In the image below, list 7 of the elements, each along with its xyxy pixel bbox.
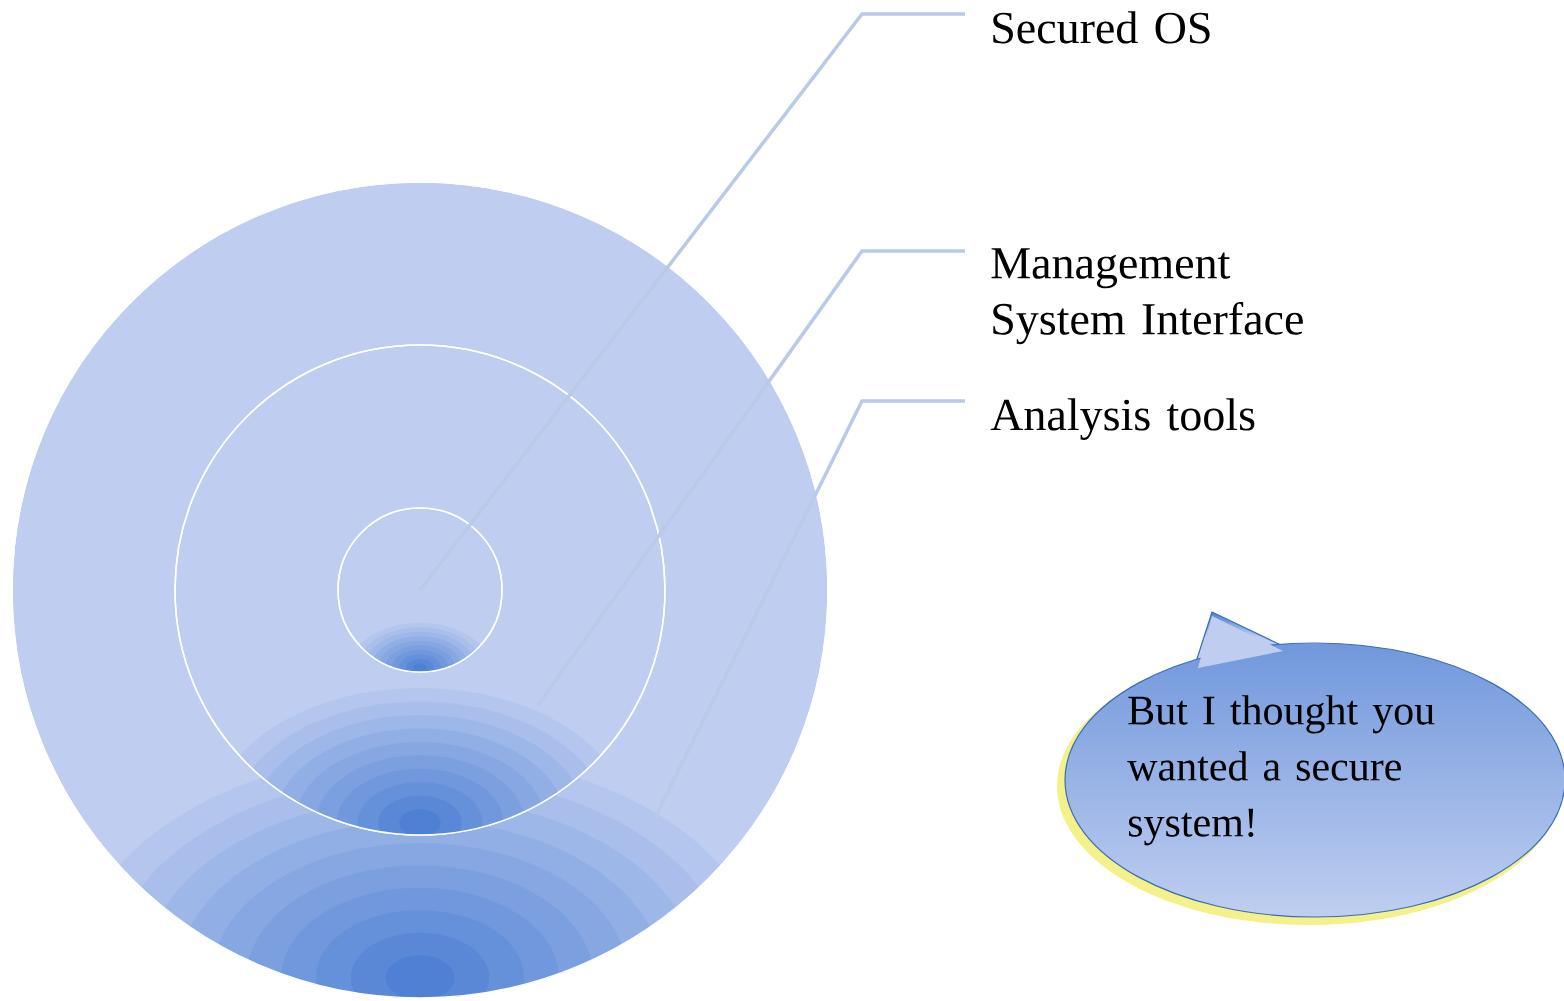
layer-label: Secured OS bbox=[993, 11, 1210, 44]
layer-label: Management System Interface bbox=[991, 248, 1303, 345]
leader-line bbox=[536, 249, 965, 706]
leader-line bbox=[418, 12, 965, 592]
ring-circle bbox=[337, 507, 503, 673]
layer-label: Analysis tools bbox=[990, 398, 1255, 441]
speech-bubble: But I thought you wanted a secure system! bbox=[1057, 611, 1564, 925]
